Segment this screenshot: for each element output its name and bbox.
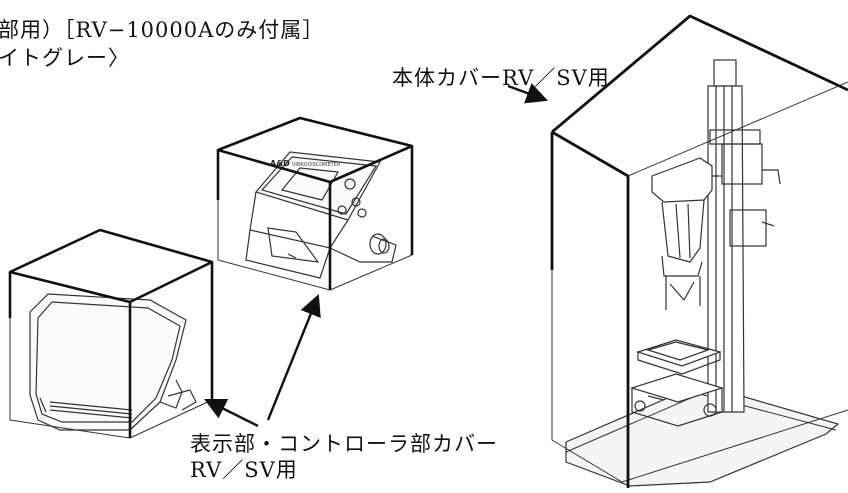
left-display-device xyxy=(29,293,197,431)
middle-controller-cover: A&D VIBROVISCOMETER xyxy=(216,116,414,291)
model-text: VIBROVISCOMETER xyxy=(292,162,341,168)
brand-logo: A&D xyxy=(270,159,290,168)
arrow-display-cover xyxy=(204,398,259,428)
sensor-head xyxy=(651,129,781,310)
body-cover-label: 本体カバーRV／SV用 xyxy=(392,66,610,90)
controller-device xyxy=(245,151,397,279)
top-caption-line2: イトグレー〉 xyxy=(0,46,130,70)
base-plate xyxy=(565,383,840,487)
display-cover-label-line2: RV／SV用 xyxy=(190,458,298,482)
display-cover-label-line1: 表示部・コントローラ部カバー xyxy=(190,432,498,456)
top-caption-line1: 部用）［RV−10000Aのみ付属］ xyxy=(0,18,325,42)
sample-stage xyxy=(629,339,725,427)
left-display-cover xyxy=(8,228,214,439)
arrow-body-cover xyxy=(507,83,549,104)
right-body-cover xyxy=(550,14,848,488)
arrow-controller-cover xyxy=(266,293,321,421)
leader-arrows xyxy=(204,83,549,428)
column xyxy=(707,59,745,413)
